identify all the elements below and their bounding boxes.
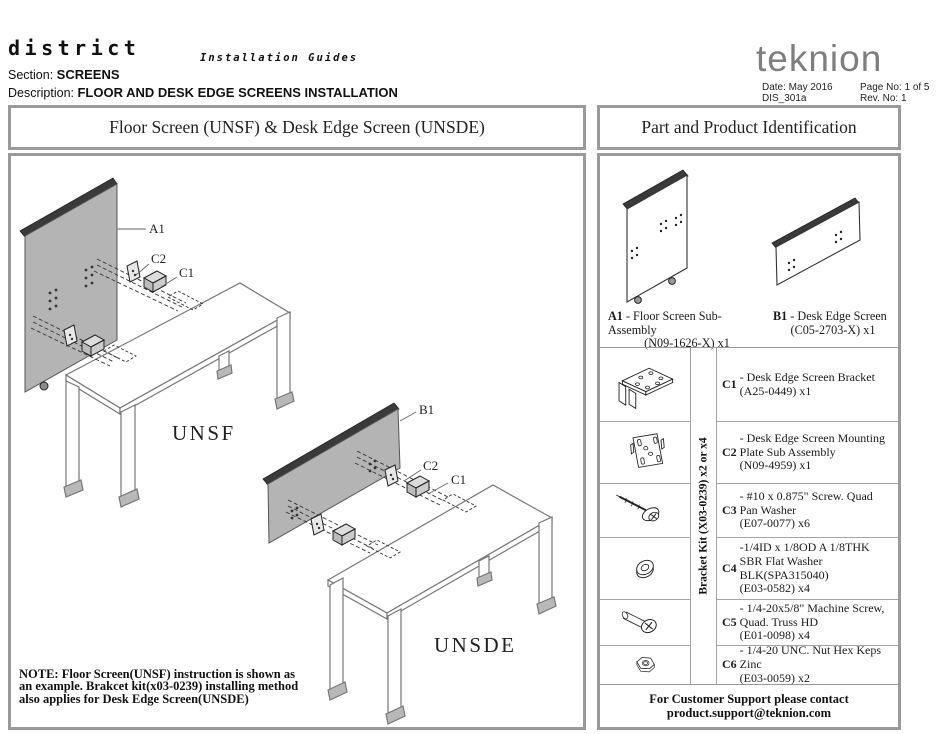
parts-identification-panel: A1 - Floor Screen Sub-Assembly (N09-1626…	[597, 153, 901, 730]
unsde-bracket-set-upper	[354, 450, 477, 513]
a1-name: - Floor Screen Sub-Assembly	[608, 309, 722, 337]
installation-guides-label: Installation Guides	[200, 52, 359, 64]
label-unsf: UNSF	[172, 421, 236, 445]
a1-part-number: (N09-1626-X) x1	[644, 336, 730, 350]
c6-description: C6 - 1/4-20 UNC. Nut Hex Keps Zinc (E03-…	[717, 643, 898, 685]
c6-text: - 1/4-20 UNC. Nut Hex Keps Zinc (E03-005…	[739, 643, 881, 685]
teknion-logo: teknion	[756, 38, 883, 79]
holes	[630, 213, 683, 260]
unsde-leader-lines	[399, 411, 449, 495]
label-unsde: UNSDE	[434, 633, 517, 657]
label-b1: B1	[419, 402, 434, 417]
alignment-guides	[93, 258, 187, 312]
alignment-guides	[285, 499, 379, 554]
c1-text: - Desk Edge Screen Bracket (A25-0449) x1	[739, 369, 875, 398]
a1-caption: A1 - Floor Screen Sub-Assembly (N09-1626…	[608, 309, 766, 351]
section-label: Section:	[8, 68, 54, 82]
c4-washer-icon	[600, 538, 690, 600]
c1-bracket	[405, 475, 431, 498]
district-logo: district	[8, 36, 141, 60]
c3-description: C3 - #10 x 0.875" Screw. Quad Pan Washer…	[717, 484, 898, 538]
section-value: SCREENS	[56, 67, 120, 82]
main-parts-drawing	[622, 169, 861, 304]
unsf-desk	[63, 282, 295, 508]
document-info: Date: May 2016 Page No: 1 of 5 DIS_301a …	[762, 82, 930, 104]
label-c2-lower: C2	[423, 458, 438, 473]
c5-code: C5	[722, 614, 737, 629]
c1-bracket-icon	[600, 348, 690, 422]
c5-description: C5 - 1/4-20x5/8" Machine Screw, Quad. Tr…	[717, 600, 898, 646]
right-panel-title: Part and Product Identification	[597, 105, 901, 150]
unsde-bracket-set-lower	[285, 499, 401, 559]
c1-code: C1	[722, 376, 737, 391]
screen-glide-foot	[39, 381, 49, 391]
c6-hex-nut-icon	[600, 646, 690, 684]
b1-part-number: (C05-2703-X) x1	[790, 322, 876, 337]
c2-code: C2	[722, 444, 737, 459]
mount-location-outline	[366, 539, 401, 559]
glide-foot	[668, 277, 676, 285]
mount-location-outline	[167, 290, 204, 311]
b1-name: - Desk Edge Screen	[790, 309, 887, 323]
bracket-kit-label: Bracket Kit (X03-0239) x2 or x4	[697, 437, 710, 595]
doc-id: DIS_301a	[762, 93, 807, 104]
customer-support-note: For Customer Support please contact prod…	[649, 691, 849, 721]
c2-text: - Desk Edge Screen Mounting Plate Sub As…	[739, 430, 885, 473]
b1-caption: B1 - Desk Edge Screen (C05-2703-X) x1	[773, 309, 893, 337]
bracket-kit-label-cell: Bracket Kit (X03-0239) x2 or x4	[690, 348, 717, 684]
unsde-edge-screen	[262, 402, 401, 544]
c3-code: C3	[722, 502, 737, 517]
label-c1-lower: C1	[451, 472, 466, 487]
description-line: Description: FLOOR AND DESK EDGE SCREENS…	[8, 85, 398, 100]
unsf-bracket-set-upper	[93, 258, 204, 312]
unsde-desk	[326, 484, 557, 725]
label-a1: A1	[149, 221, 165, 236]
left-panel-title: Floor Screen (UNSF) & Desk Edge Screen (…	[8, 105, 586, 150]
c5-text: - 1/4-20x5/8" Machine Screw, Quad. Truss…	[739, 600, 885, 643]
c2-description: C2 - Desk Edge Screen Mounting Plate Sub…	[717, 422, 898, 484]
c4-code: C4	[722, 560, 737, 575]
unsf-leader-lines	[117, 228, 178, 288]
c1-description: C1 - Desk Edge Screen Bracket (A25-0449)…	[717, 348, 898, 422]
c4-description: C4 -1/4ID x 1/8OD A 1/8THK SBR Flat Wash…	[717, 538, 898, 600]
mount-location-outline	[442, 493, 477, 513]
assembly-drawing-panel: A1 C2 C1 UNSF	[8, 153, 586, 730]
b1-code: B1	[773, 309, 788, 323]
c5-machine-screw-icon	[600, 600, 690, 646]
c3-text: - #10 x 0.875" Screw. Quad Pan Washer (E…	[739, 488, 873, 531]
glide-foot	[634, 296, 642, 304]
c1-bracket	[80, 334, 106, 357]
bracket-kit-parts-table: C1 - Desk Edge Screen Bracket (A25-0449)…	[600, 347, 898, 685]
c3-screw-icon	[600, 484, 690, 538]
c1-bracket	[331, 523, 357, 546]
description-label: Description:	[8, 86, 74, 100]
screen-mounting-holes	[290, 459, 377, 520]
holes	[787, 230, 843, 272]
description-value: FLOOR AND DESK EDGE SCREENS INSTALLATION	[77, 85, 398, 100]
label-c1-upper: C1	[179, 265, 194, 280]
b1-desk-edge-screen-thumb	[771, 197, 861, 286]
doc-page: Page No: 1 of 5	[860, 82, 930, 93]
c2-mounting-plate-icon	[600, 422, 690, 484]
doc-date: Date: May 2016	[762, 82, 833, 93]
assembly-drawing: A1 C2 C1 UNSF	[19, 177, 557, 725]
c6-code: C6	[722, 657, 737, 672]
mount-location-outline	[103, 344, 137, 363]
doc-rev: Rev. No: 1	[860, 93, 907, 104]
screen-mounting-holes	[48, 265, 94, 311]
section-line: Section: SCREENS	[8, 67, 120, 82]
a1-floor-screen-thumb	[622, 169, 689, 304]
installation-note: NOTE: Floor Screen(UNSF) instruction is …	[19, 667, 299, 706]
unsf-bracket-set-lower	[30, 315, 137, 367]
label-c2-upper: C2	[151, 251, 166, 266]
c4-text: -1/4ID x 1/8OD A 1/8THK SBR Flat Washer …	[739, 539, 870, 596]
a1-code: A1	[608, 309, 623, 323]
c1-bracket	[142, 270, 168, 293]
